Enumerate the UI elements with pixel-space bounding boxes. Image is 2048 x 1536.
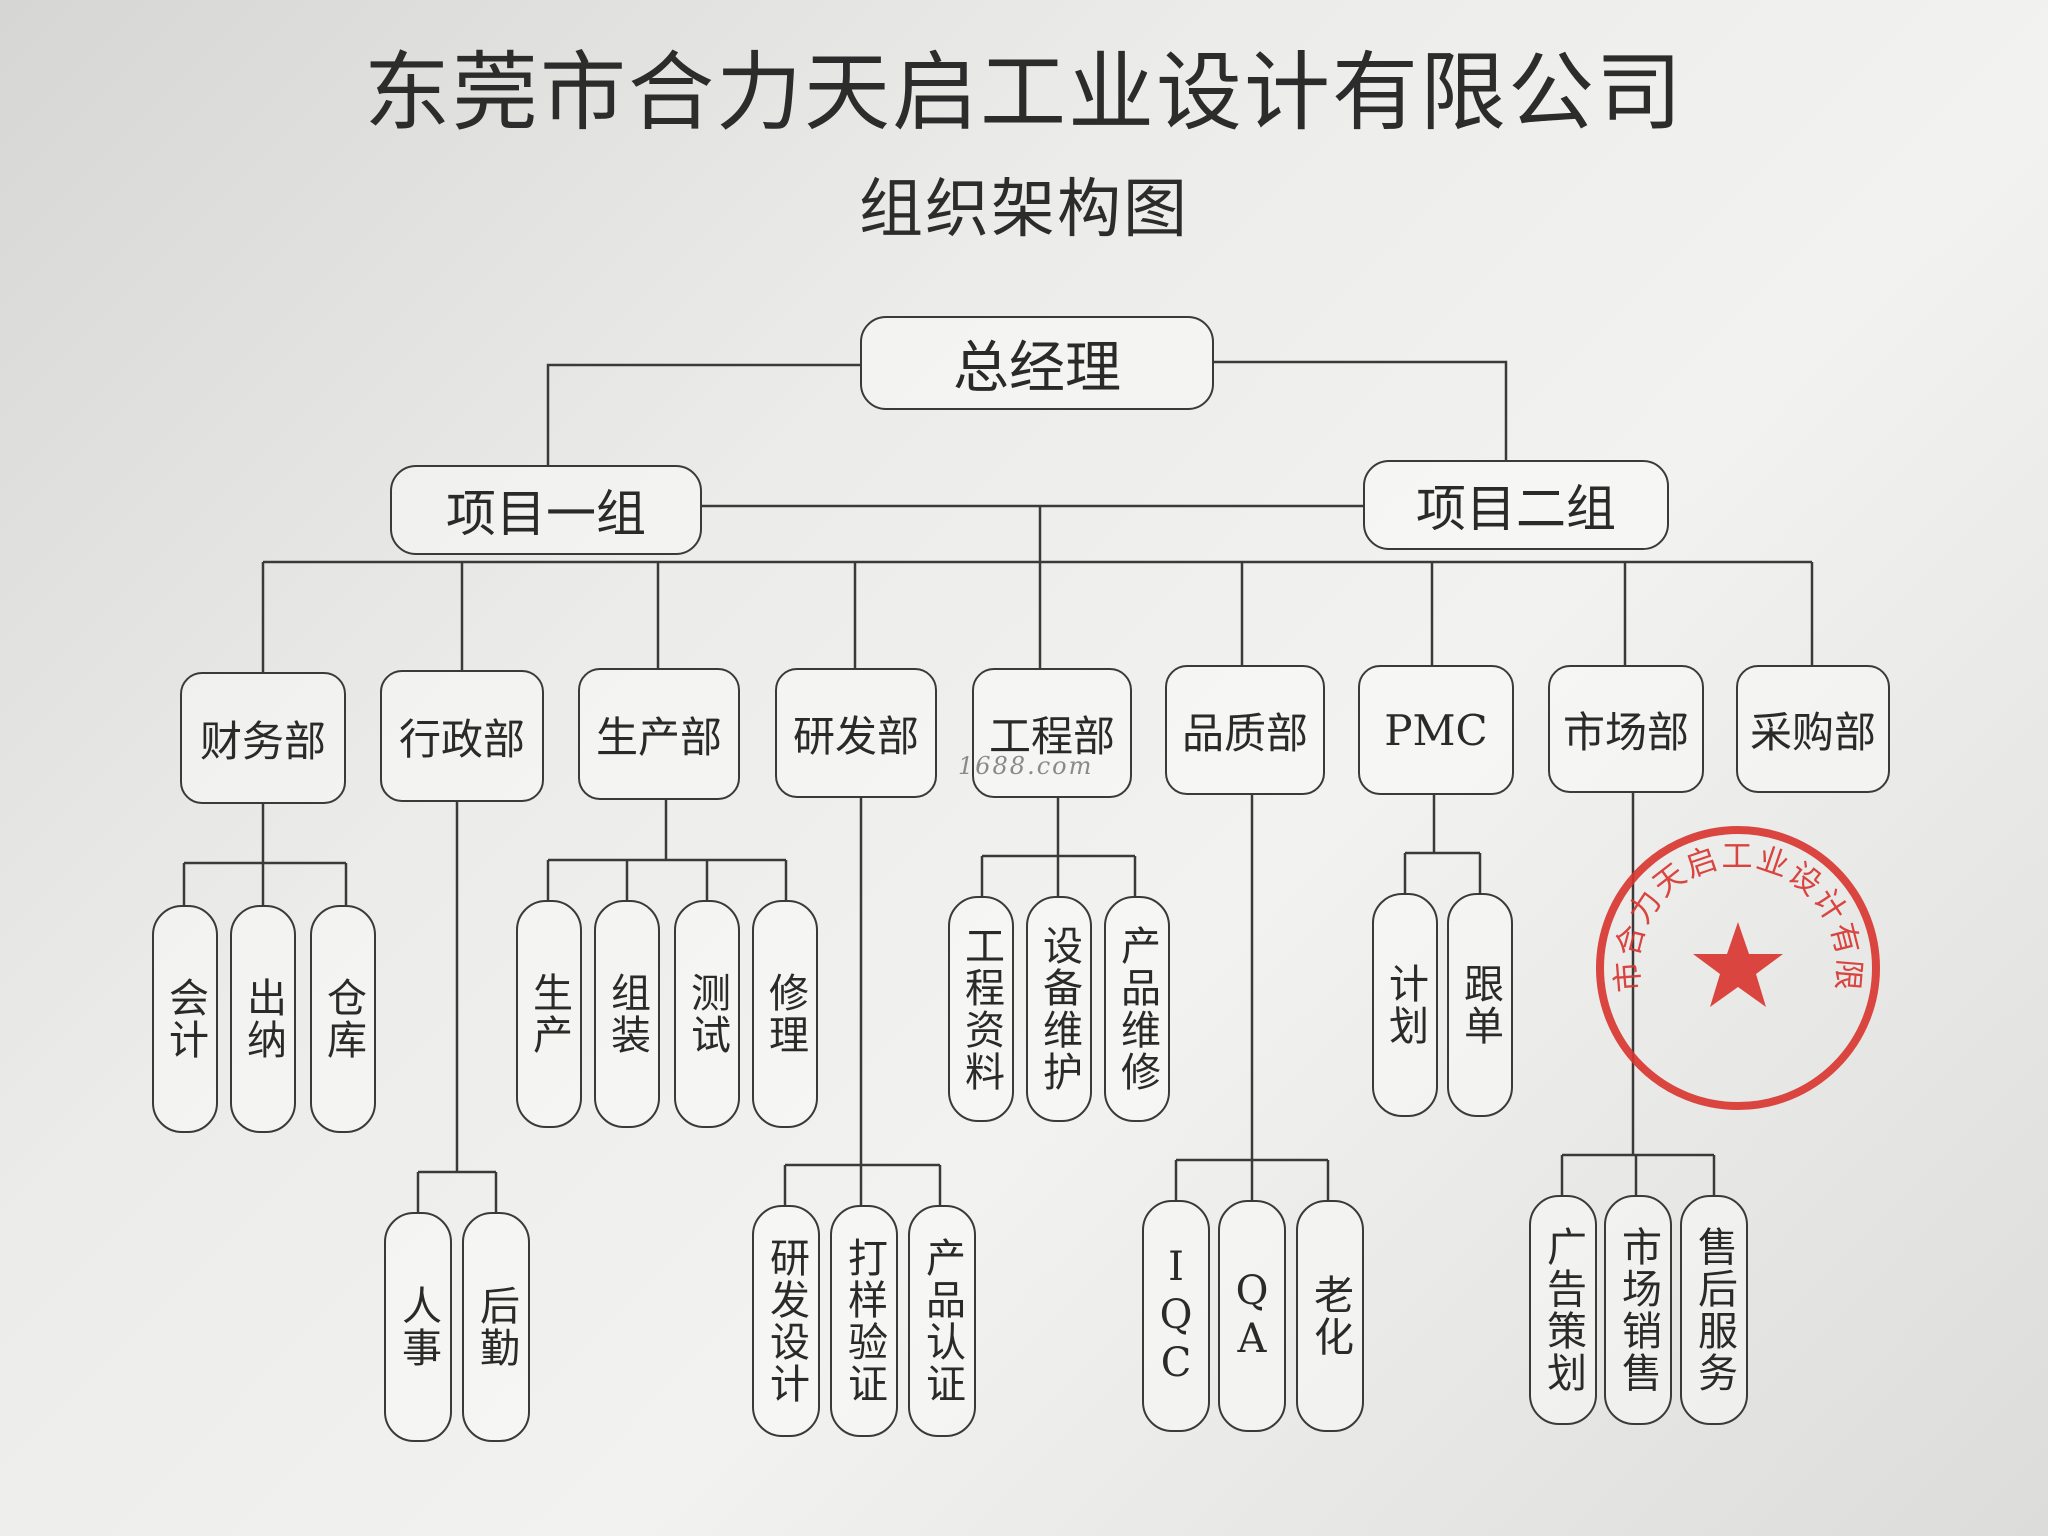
dept-marketing: 市场部: [1548, 665, 1704, 793]
leaf-certification: 产品认证: [908, 1205, 976, 1437]
star-icon: [1693, 922, 1783, 1007]
leaf-after-sales: 售后服务: [1680, 1195, 1748, 1425]
leaf-iqc: IQC: [1142, 1200, 1210, 1432]
dept-finance: 财务部: [180, 672, 346, 804]
leaf-order-follow: 跟单: [1447, 893, 1513, 1117]
leaf-sales: 市场销售: [1604, 1195, 1672, 1425]
node-general-manager: 总经理: [860, 316, 1214, 410]
leaf-aging: 老化: [1296, 1200, 1364, 1432]
leaf-prototype: 打样验证: [830, 1205, 898, 1437]
dept-rnd: 研发部: [775, 668, 937, 798]
chart-subtitle: 组织架构图: [859, 173, 1189, 247]
dept-purchasing: 采购部: [1736, 665, 1890, 793]
node-group-one: 项目一组: [390, 465, 702, 555]
leaf-warehouse: 仓库: [310, 905, 376, 1133]
leaf-assembly: 组装: [594, 900, 660, 1128]
leaf-logistics: 后勤: [462, 1212, 530, 1442]
leaf-eng-docs: 工程资料: [948, 896, 1014, 1122]
company-title: 东莞市合力天启工业设计有限公司: [364, 43, 1684, 143]
dept-quality: 品质部: [1165, 665, 1325, 795]
dept-production: 生产部: [578, 668, 740, 800]
dept-pmc: PMC: [1358, 665, 1514, 795]
leaf-accounting: 会计: [152, 905, 218, 1133]
leaf-product-repair: 产品维修: [1104, 896, 1170, 1122]
leaf-testing: 测试: [674, 900, 740, 1128]
node-group-two: 项目二组: [1363, 460, 1669, 550]
leaf-equip-maint: 设备维护: [1026, 896, 1092, 1122]
leaf-rnd-design: 研发设计: [752, 1205, 820, 1437]
leaf-ad-planning: 广告策划: [1529, 1195, 1597, 1425]
leaf-repair: 修理: [752, 900, 818, 1128]
leaf-cashier: 出纳: [230, 905, 296, 1133]
dept-admin: 行政部: [380, 670, 544, 802]
leaf-hr: 人事: [384, 1212, 452, 1442]
leaf-planning: 计划: [1372, 893, 1438, 1117]
company-seal: 东莞市合力天启工业设计有限公司: [1588, 818, 1880, 1110]
leaf-produce: 生产: [516, 900, 582, 1128]
dept-engineering: 工程部: [972, 668, 1132, 798]
watermark-text: 1688.com: [958, 752, 1094, 780]
leaf-qa: QA: [1218, 1200, 1286, 1432]
